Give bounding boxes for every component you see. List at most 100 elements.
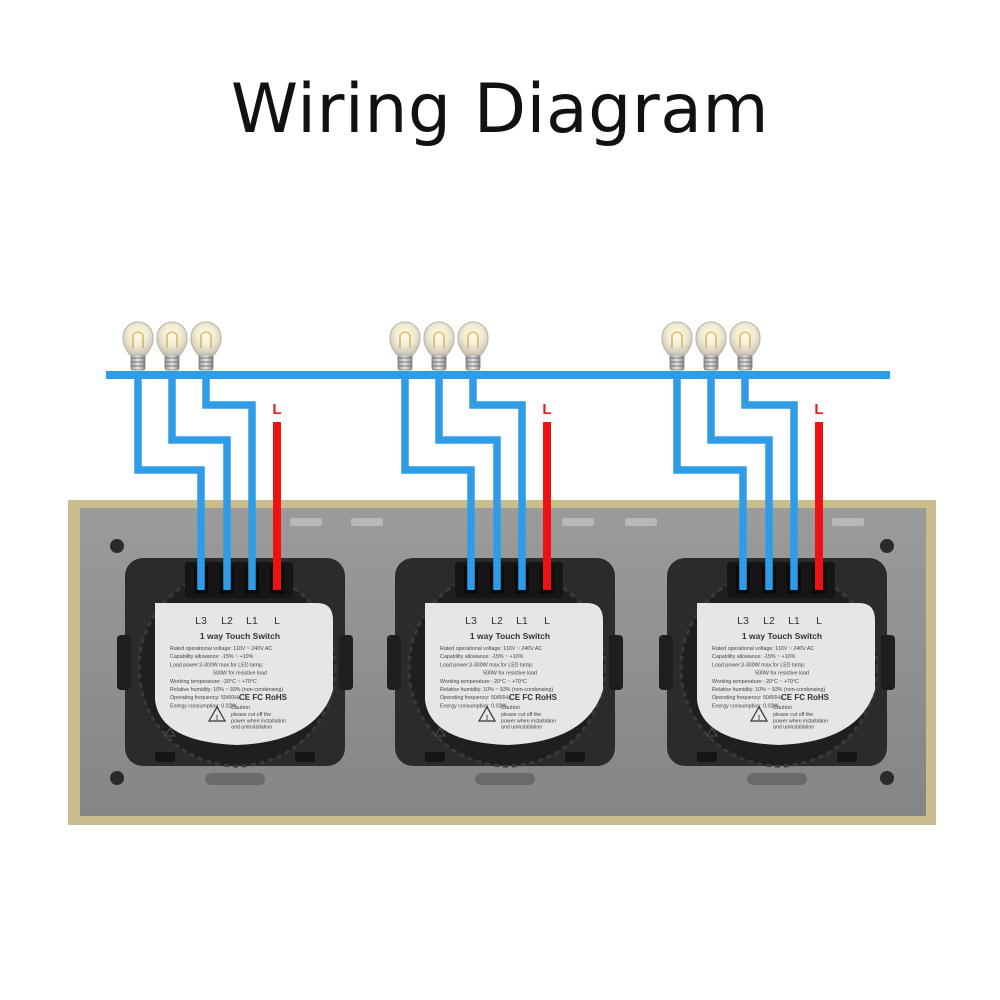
label-plate: [697, 603, 875, 745]
bulb-glass: [122, 321, 154, 356]
mounting-hole: [110, 539, 124, 553]
light-bulb-icon: [423, 321, 455, 371]
terminal-label: L1: [788, 615, 800, 627]
spec-line: Capability allowance: -15% ~ +10%: [712, 654, 796, 660]
load-wire: [435, 376, 501, 590]
bulb-filament: [166, 335, 178, 348]
certification-marks: CE FC RoHS: [509, 693, 558, 702]
bulb-glass: [457, 321, 489, 356]
load-wire: [168, 376, 231, 590]
mounting-hole: [880, 539, 894, 553]
caution-line: power when installation: [501, 718, 556, 724]
bulb-filament-top: [739, 331, 751, 336]
terminal-label: L: [816, 615, 822, 627]
module-latch: [155, 752, 175, 762]
bulb-glass: [389, 321, 421, 356]
caution-title: Caution: [501, 705, 520, 711]
bulb-glass: [661, 321, 693, 356]
load-wire: [134, 376, 205, 590]
spec-line: Energy consumption: 0.02W: [440, 703, 507, 709]
bulb-glass: [156, 321, 188, 356]
frame-slot: [205, 773, 265, 785]
module-latch: [837, 752, 857, 762]
light-bulb-icon: [190, 321, 222, 371]
light-bulb-icon: [389, 321, 421, 371]
light-bulb-icon: [695, 321, 727, 371]
module-latch: [425, 752, 445, 762]
caution-line: power when installation: [231, 718, 286, 724]
terminal-block: [185, 562, 293, 598]
bulb-glass: [695, 321, 727, 356]
terminal-label: L3: [737, 615, 749, 627]
spec-line: Rated operational voltage: 110V ~ 240V A…: [440, 646, 542, 652]
module-grip: [659, 635, 673, 690]
warning-triangle-icon: [749, 705, 769, 722]
bulb-filament: [132, 335, 144, 348]
spec-line: 500W for resistive load: [483, 671, 537, 677]
label-plate: [155, 603, 333, 745]
warning-mark: !: [486, 715, 488, 722]
spec-line: Energy consumption: 0.02W: [712, 703, 779, 709]
frame-tab: [562, 518, 594, 526]
live-label: L: [272, 401, 281, 418]
bulb-glass: [190, 321, 222, 356]
spec-line: Energy consumption: 0.02W: [170, 703, 237, 709]
module-grip: [117, 635, 131, 690]
bulb-filament-top: [671, 331, 683, 336]
module-grip: [609, 635, 623, 690]
spec-line: Relative humidity: 10% ~ 93% (non-conden…: [170, 687, 283, 693]
terminal-label: L3: [465, 615, 477, 627]
warning-mark: !: [216, 715, 218, 722]
recycle-icon: [164, 727, 176, 737]
bulb-glass: [423, 321, 455, 356]
spec-line: 500W for resistive load: [755, 671, 809, 677]
load-wire: [401, 376, 475, 590]
spec-line: Capability allowance: -15% ~ +10%: [440, 654, 524, 660]
terminal-label: L: [544, 615, 550, 627]
bulb-filament-top: [467, 331, 479, 336]
spec-line: Capability allowance: -15% ~ +10%: [170, 654, 254, 660]
light-bulb-icon: [661, 321, 693, 371]
load-wire: [202, 376, 256, 590]
light-bulb-icon: [122, 321, 154, 371]
spec-line: Load power:3-300W max.for LED lamp;: [712, 662, 805, 668]
frame-tab: [290, 518, 322, 526]
bulb-filament: [671, 335, 683, 348]
terminal-label: L: [274, 615, 280, 627]
spec-line: Relative humidity: 10% ~ 93% (non-conden…: [712, 687, 825, 693]
spec-line: Load power:3-300W max.for LED lamp;: [170, 662, 263, 668]
spec-line: Working temperature: -20°C ~ +70°C: [440, 679, 527, 685]
load-wire: [673, 376, 747, 590]
module-grip: [387, 635, 401, 690]
caution-title: Caution: [773, 705, 792, 711]
light-bulb-icon: [156, 321, 188, 371]
bulb-filament-top: [166, 331, 178, 336]
warning-triangle-icon: [477, 705, 497, 722]
caution-line: and uninstallation: [231, 725, 272, 731]
terminal-label: L2: [221, 615, 233, 627]
terminal-label: L3: [195, 615, 207, 627]
spec-line: Rated operational voltage: 110V ~ 240V A…: [712, 646, 814, 652]
spec-line: Operating frequency: 50/60Hz: [440, 695, 511, 701]
spec-line: Operating frequency: 50/60Hz: [170, 695, 241, 701]
spec-line: Load power:3-300W max.for LED lamp;: [440, 662, 533, 668]
load-wire: [741, 376, 798, 590]
spec-line: Working temperature: -20°C ~ +70°C: [170, 679, 257, 685]
terminal-label: L2: [491, 615, 503, 627]
bulb-filament-top: [433, 331, 445, 336]
frame-tab: [351, 518, 383, 526]
caution-line: please cut off the: [773, 712, 813, 718]
model-name: 1 way Touch Switch: [470, 631, 550, 641]
frame-tab: [832, 518, 864, 526]
label-plate: [425, 603, 603, 745]
load-wire: [469, 376, 526, 590]
spec-line: Operating frequency: 50/60Hz: [712, 695, 783, 701]
module-latch: [295, 752, 315, 762]
mounting-hole: [110, 771, 124, 785]
warning-triangle-icon: [207, 705, 227, 722]
terminal-block: [727, 562, 835, 598]
bulb-filament: [399, 335, 411, 348]
